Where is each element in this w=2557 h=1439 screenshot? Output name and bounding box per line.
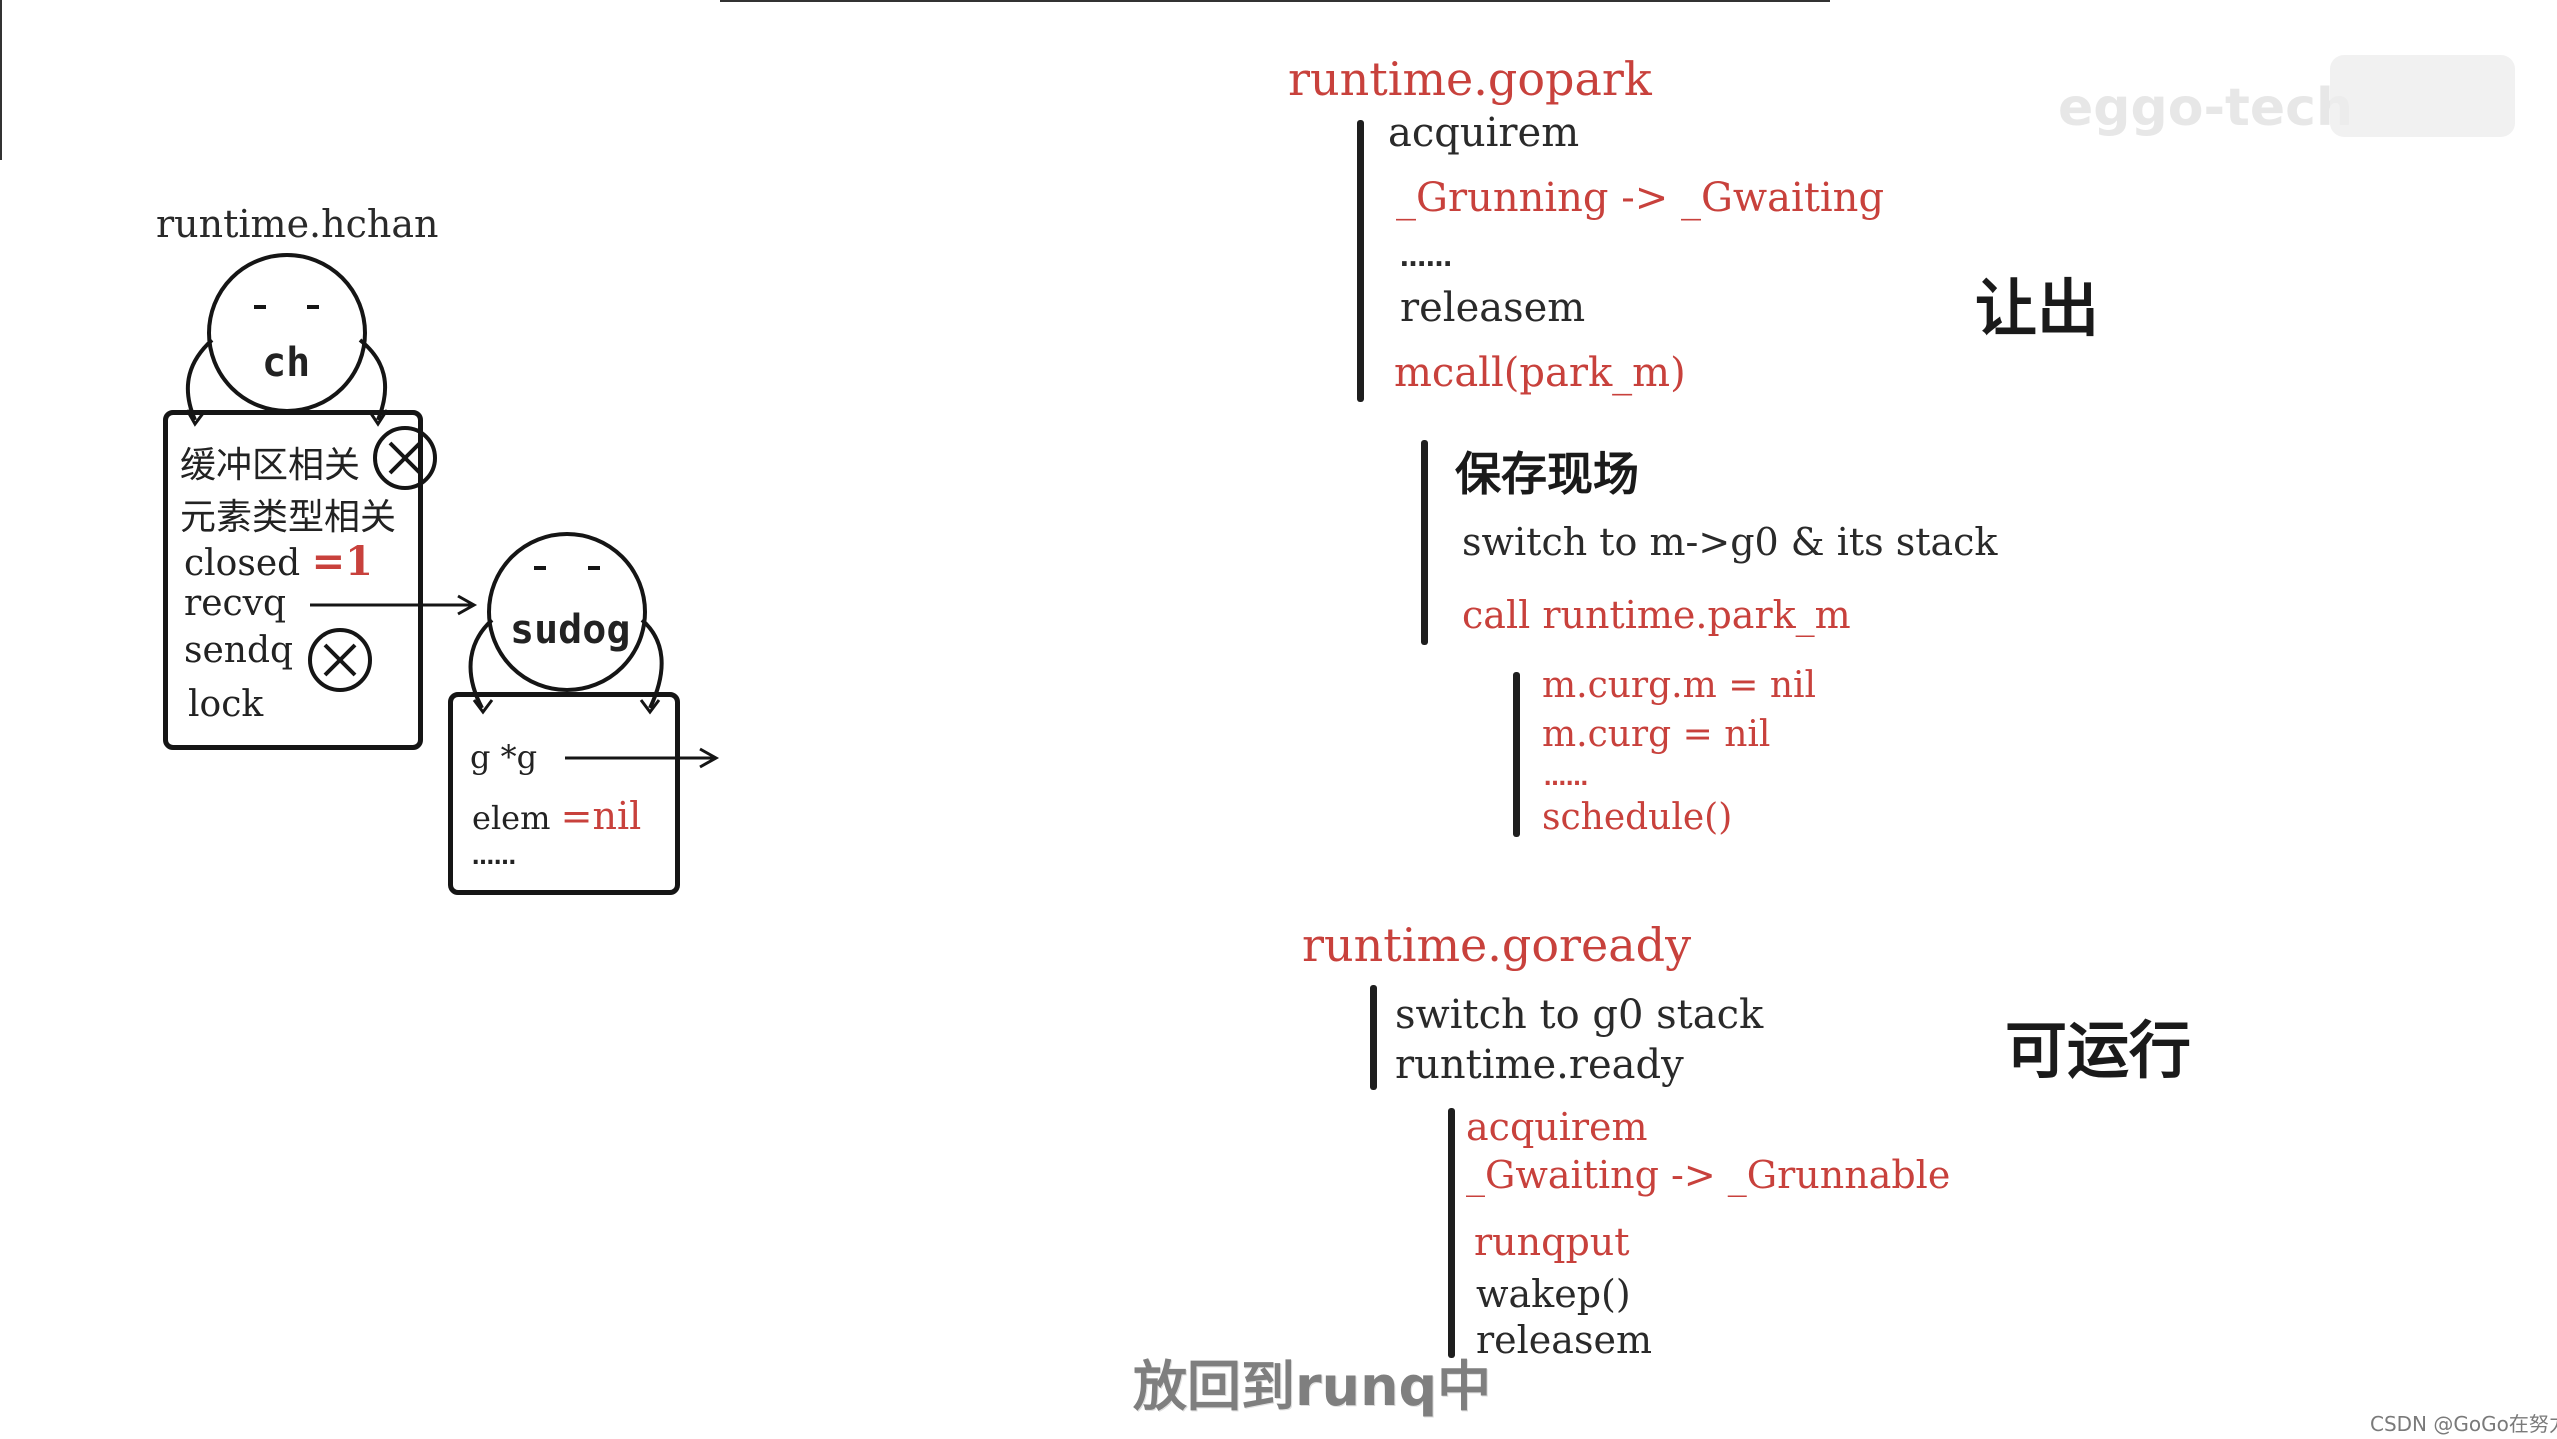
save-step-switch: switch to m->g0 & its stack [1462,520,1997,564]
gopark-bracket [1357,120,1364,402]
watermark-text: eggo-tech [2058,78,2353,138]
sudog-label: sudog [510,607,630,653]
parkm-step-2: m.curg = nil [1542,714,1770,755]
subtitle-caption: 放回到runq中 [1133,1342,1491,1421]
goready-bracket [1370,985,1377,1090]
gopark-step-ellipsis: …… [1400,243,1452,273]
parkm-step-1: m.curg.m = nil [1542,665,1816,706]
ready-step-wakep: wakep() [1476,1272,1631,1316]
gopark-title: runtime.gopark [1288,52,1652,106]
closed-label: closed [184,543,300,584]
hchan-field-buffer: 缓冲区相关 [180,436,360,488]
goready-label-runnable: 可运行 [2005,1000,2191,1090]
gopark-step-releasem: releasem [1400,285,1585,331]
hchan-field-sendq: sendq [184,630,293,671]
save-bracket [1421,440,1428,645]
hchan-field-elemtype: 元素类型相关 [180,488,396,540]
ch-avatar [209,255,365,411]
ready-step-acquirem: acquirem [1466,1105,1648,1149]
parkm-bracket [1513,672,1520,837]
closed-value: =1 [312,538,373,585]
gopark-step-acquirem: acquirem [1388,110,1579,156]
elem-value: =nil [561,794,642,838]
ch-arm-left [188,340,212,420]
hchan-field-closed: closed =1 [184,538,373,585]
sudog-field-more: …… [472,845,516,870]
gopark-step-status: _Grunning -> _Gwaiting [1396,175,1884,221]
save-title: 保存现场 [1455,438,1639,504]
bilibili-logo [2330,55,2515,137]
gopark-step-mcall: mcall(park_m) [1394,350,1686,396]
goready-step-ready: runtime.ready [1395,1042,1684,1088]
ready-bracket [1448,1108,1455,1358]
hchan-field-recvq: recvq [184,583,286,624]
save-step-call: call runtime.park_m [1462,593,1851,637]
ready-step-status: _Gwaiting -> _Grunnable [1466,1153,1950,1197]
sudog-field-elem: elem =nil [472,794,641,838]
parkm-step-ellipsis: …… [1544,766,1588,791]
frame-line-top [720,0,1830,2]
sudog-field-g: g *g [470,738,537,776]
elem-label: elem [472,799,550,837]
goready-title: runtime.goready [1302,918,1691,972]
gopark-label-yield: 让出 [1975,258,2099,348]
ready-step-runqput: runqput [1474,1220,1630,1264]
goready-step-switch: switch to g0 stack [1395,992,1763,1038]
parkm-step-schedule: schedule() [1542,797,1732,838]
ready-step-releasem: releasem [1476,1318,1652,1362]
hchan-field-lock: lock [188,684,263,725]
credit-text: CSDN @GoGo在努力 [2370,1408,2557,1437]
hchan-title: runtime.hchan [156,202,439,246]
ch-label: ch [262,340,310,386]
